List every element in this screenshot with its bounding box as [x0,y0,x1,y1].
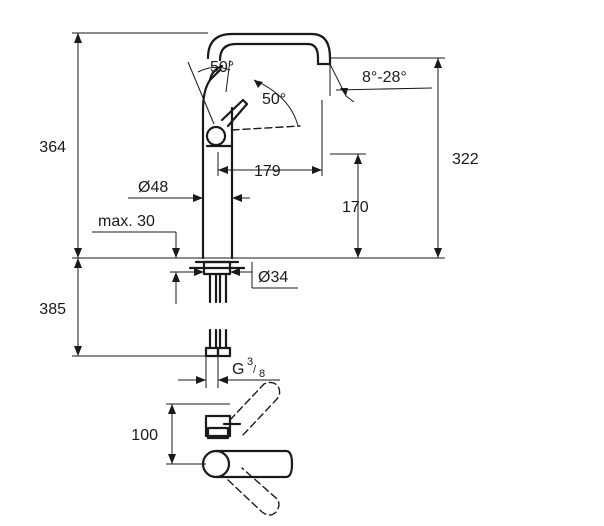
label-reach: 179 [254,163,281,180]
dim-max-deck-thickness [92,231,202,304]
label-body-diameter: Ø48 [138,179,168,196]
angle-lever-front [187,59,231,125]
label-connection-length: 385 [39,301,66,318]
dim-thread [178,356,280,388]
under-deck-fixing [188,260,246,358]
dim-spout-height [330,57,445,258]
label-lever-angle-back: 50° [262,91,286,108]
label-thread-slash: / [253,364,257,376]
faucet-side-view [201,32,332,260]
dim-body-diameter [128,194,250,202]
dim-reach [217,100,323,176]
faucet-top-view [201,381,294,516]
label-outlet-clearance: 170 [342,199,369,216]
label-spout-height: 322 [452,151,479,168]
label-max-deck-thickness: max. 30 [98,213,155,230]
label-thread-numerator: 3 [247,356,253,368]
label-spout-angle: 8°-28° [362,69,407,86]
label-hole-diameter: Ø34 [258,269,288,286]
dim-hole-diameter [176,262,298,289]
label-handle-depth: 100 [131,427,158,444]
dim-handle-depth [166,403,230,465]
angle-spout [329,63,433,103]
label-thread-base: G [232,361,244,378]
label-lever-angle-front: 50° [210,59,234,76]
label-total-height: 364 [39,139,66,156]
angle-lever-back [231,79,301,131]
label-thread-denominator: 8 [259,368,265,380]
dim-outlet-clearance [330,153,366,258]
dim-connection-length [72,258,206,357]
dim-total-height [72,32,208,258]
